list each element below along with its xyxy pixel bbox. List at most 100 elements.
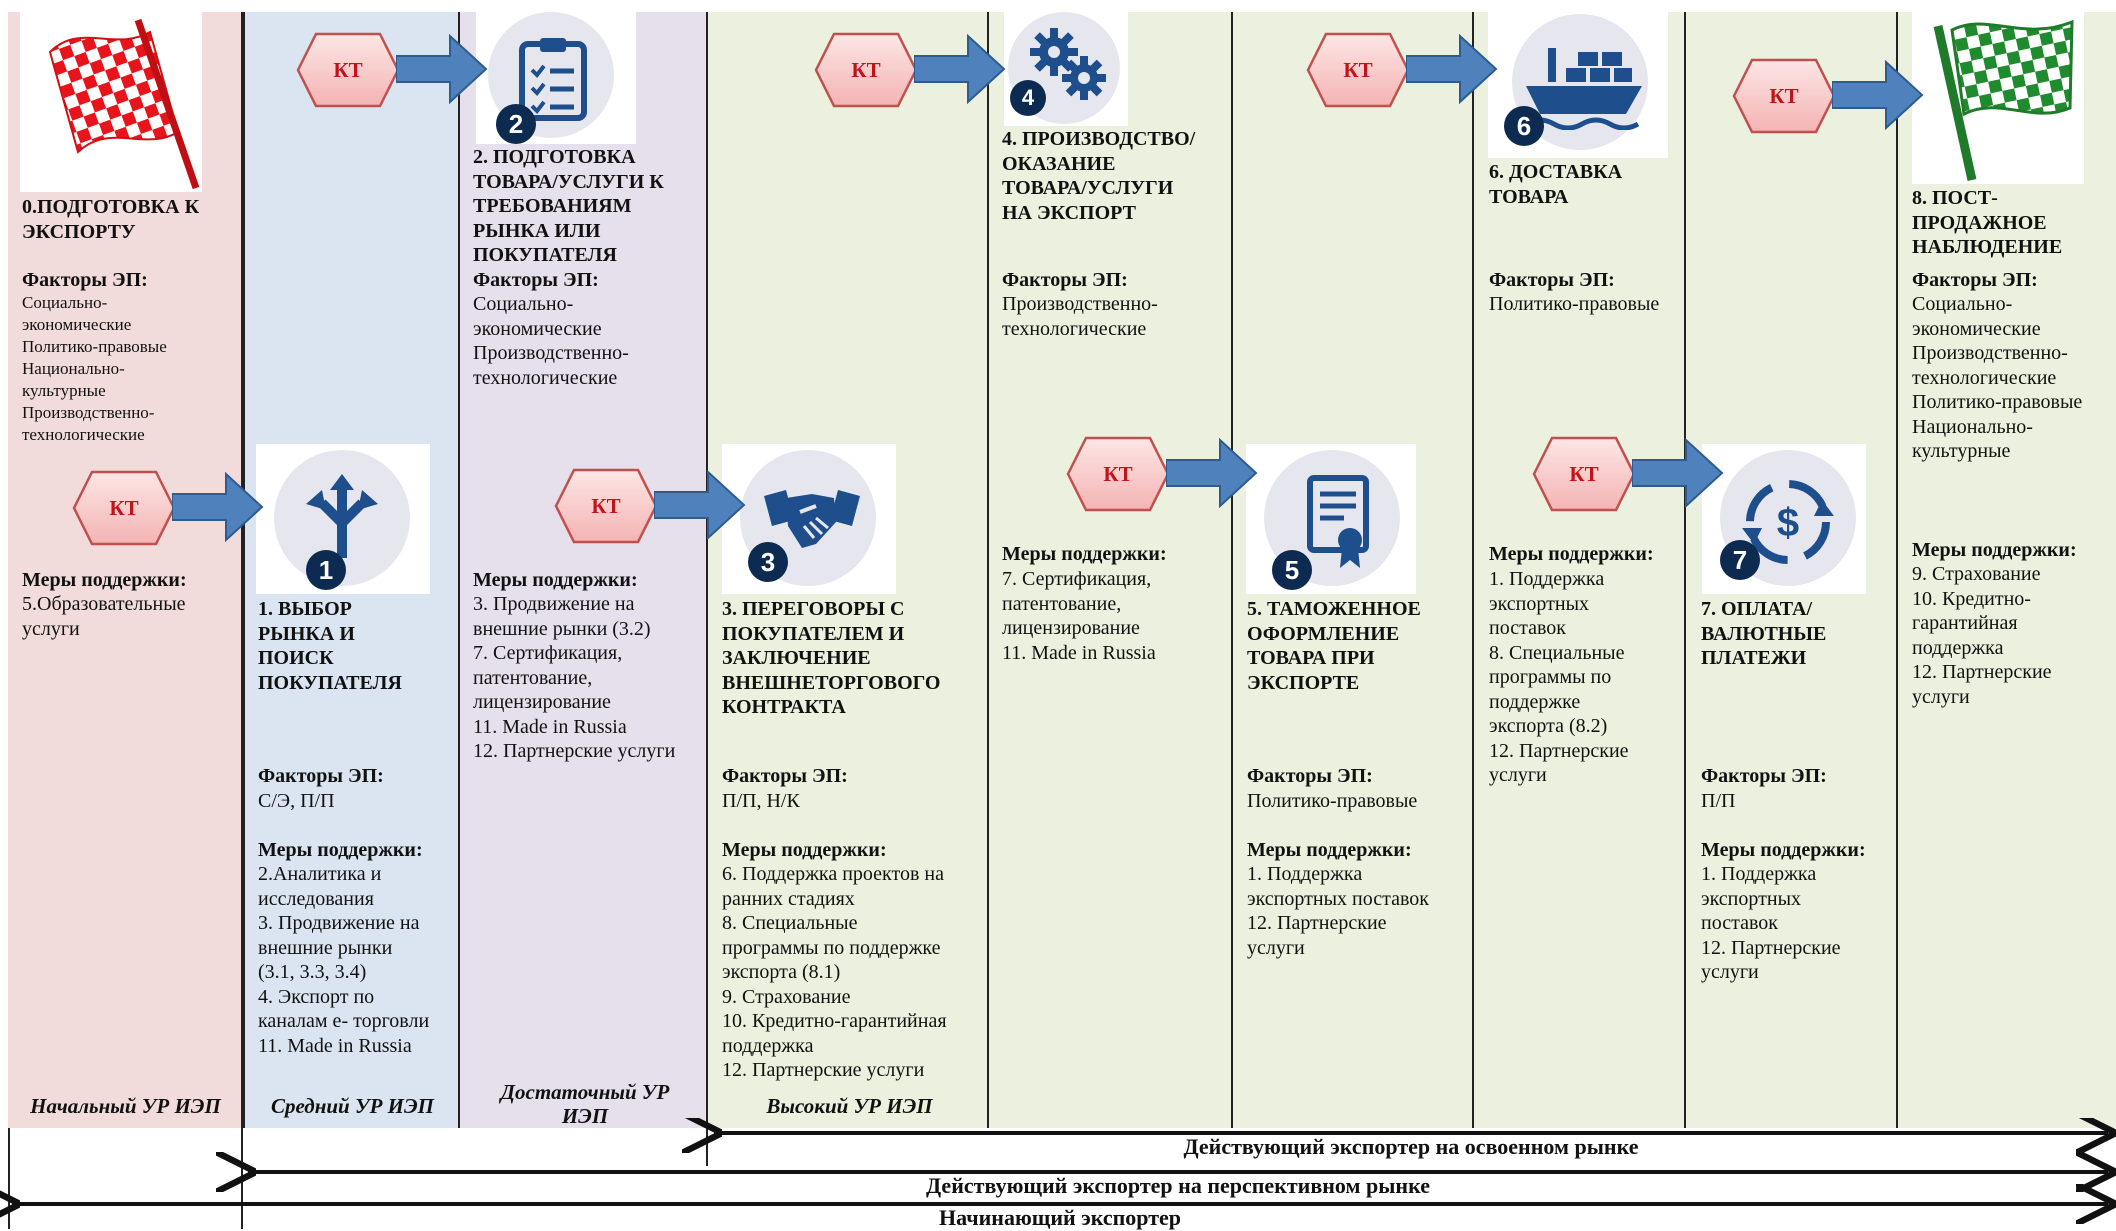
checkpoint-arrow-3-4: [913, 32, 1006, 106]
checkpoint-kt-label: КТ: [1103, 462, 1133, 486]
stage-6-icon-box: 6: [1488, 12, 1668, 158]
handshake-icon: [764, 490, 860, 548]
checkpoint-arrow-6-7: [1631, 436, 1724, 510]
checkpoint-kt-label: КТ: [109, 496, 139, 520]
stage-1-measures-header: Меры поддержки:: [258, 839, 423, 861]
stage-6-factors: Политико-правовые: [1489, 293, 1660, 315]
stage-7-title: 7. ОПЛАТА/ ВАЛЮТНЫЕ ПЛАТЕЖИ: [1701, 598, 1827, 669]
stage-4-factors-header: Факторы ЭП:: [1002, 269, 1128, 291]
exporter-bars: [0, 1118, 2116, 1229]
stage-5-title: 5. ТАМОЖЕННОЕ ОФОРМЛЕНИЕ ТОВАРА ПРИ ЭКСП…: [1247, 598, 1421, 694]
stage-4-title: 4. ПРОИЗВОДСТВО/ ОКАЗАНИЕ ТОВАРА/УСЛУГИ …: [1002, 128, 1196, 224]
start-flag-icon: [20, 12, 202, 192]
stage-3-measures-header: Меры поддержки:: [722, 839, 887, 861]
column-stage-6: [1474, 12, 1686, 1128]
stage-7-measures-header: Меры поддержки:: [1701, 839, 1866, 861]
column-stage-4: [989, 12, 1233, 1128]
stage-7-number-badge: 7: [1720, 540, 1760, 580]
checkpoint-arrow-2-3: [653, 468, 746, 542]
stage-3-icon-box: 3: [722, 444, 896, 594]
stage-2-factors: Социально- экономические Производственно…: [473, 293, 629, 389]
stage-7-factors-header: Факторы ЭП:: [1701, 765, 1827, 787]
stage-6-title: 6. ДОСТАВКА ТОВАРА: [1489, 161, 1623, 208]
checkpoint-kt-label: КТ: [591, 494, 621, 518]
stage-6-factors-header: Факторы ЭП:: [1489, 269, 1615, 291]
stage-3-factors-header: Факторы ЭП:: [722, 765, 848, 787]
checkpoint-kt-6-7: КТ: [1532, 436, 1636, 512]
stage-0-title: 0.ПОДГОТОВКА К ЭКСПОРТУ: [22, 196, 200, 243]
stage-3-measures: 6. Поддержка проектов на ранних стадиях …: [722, 863, 947, 1081]
stage-8-measures: 9. Страхование 10. Кредитно- гарантийная…: [1912, 563, 2052, 708]
stage-6-number-badge: 6: [1504, 106, 1544, 146]
checkpoint-arrow-1-2: [395, 32, 488, 106]
stage-5-factors-header: Факторы ЭП:: [1247, 765, 1373, 787]
gears-icon: [1030, 28, 1106, 100]
column-stage-8: [1898, 12, 2116, 1128]
level-label-medium: Средний УР ИЭП: [270, 1094, 435, 1118]
stage-4-measures-header: Меры поддержки:: [1002, 543, 1167, 565]
cargo-ship-icon: [1526, 48, 1642, 130]
bar-label-mastered-market: Действующий экспортер на освоенном рынке: [1183, 1134, 1639, 1159]
checkpoint-kt-7-8: КТ: [1732, 58, 1836, 134]
checkpoint-kt-3-4: КТ: [814, 32, 918, 108]
stage-8-measures-header: Меры поддержки:: [1912, 539, 2077, 561]
stage-3-number-badge: 3: [748, 542, 788, 582]
stage-2-factors-header: Факторы ЭП:: [473, 269, 599, 291]
stage-5-number-badge: 5: [1272, 550, 1312, 590]
checkpoint-arrow-4-5: [1165, 436, 1258, 510]
stage-5-measures: 1. Поддержка экспортных поставок 12. Пар…: [1247, 863, 1429, 959]
stage-7-icon-box: $ 7: [1702, 444, 1866, 594]
svg-text:$: $: [1777, 501, 1799, 545]
bar-label-prospective-market: Действующий экспортер на перспективном р…: [926, 1173, 1430, 1198]
certificate-icon: [1307, 475, 1369, 568]
stage-3-factors: П/П, Н/К: [722, 790, 800, 812]
stage-4-measures: 7. Сертификация, патентование, лицензиро…: [1002, 568, 1156, 664]
level-label-sufficient: Достаточный УР ИЭП: [500, 1080, 670, 1128]
stage-4-factors: Производственно- технологические: [1002, 293, 1158, 340]
currency-cycle-icon: $: [1742, 480, 1834, 564]
stage-0-factors: Социально- экономические Политико-правов…: [22, 293, 167, 444]
stage-0-measures: 5.Образовательные услуги: [22, 593, 186, 640]
stage-2-icon-box: 2: [476, 12, 636, 144]
stage-1-factors: С/Э, П/П: [258, 790, 335, 812]
stage-4-icon-box: 4: [1004, 12, 1128, 126]
stage-5-measures-header: Меры поддержки:: [1247, 839, 1412, 861]
stage-1-measures: 2.Аналитика и исследования 3. Продвижени…: [258, 863, 430, 1057]
checkpoint-kt-2-3: КТ: [554, 468, 658, 544]
column-stage-0: [8, 12, 243, 1128]
stage-2-measures: 3. Продвижение на внешние рынки (3.2) 7.…: [473, 593, 676, 762]
stage-0-factors-header: Факторы ЭП:: [22, 269, 148, 291]
stage-0-measures-header: Меры поддержки:: [22, 569, 187, 591]
checkpoint-arrow-7-8: [1831, 58, 1924, 132]
branching-arrows-icon: [306, 474, 378, 558]
stage-2-number-badge: 2: [496, 104, 536, 144]
checkpoint-kt-4-5: КТ: [1066, 436, 1170, 512]
bar-label-beginner: Начинающий экспортер: [938, 1205, 1182, 1230]
stage-7-measures: 1. Поддержка экспортных поставок 12. Пар…: [1701, 863, 1841, 983]
stage-6-measures-header: Меры поддержки:: [1489, 543, 1654, 565]
clipboard-checklist-icon: [519, 38, 587, 121]
stage-1-number-badge: 1: [306, 550, 346, 590]
checkpoint-arrow-0-1: [171, 470, 264, 544]
stage-8-factors-header: Факторы ЭП:: [1912, 269, 2038, 291]
finish-flag-icon: [1912, 12, 2084, 184]
stage-8-title: 8. ПОСТ- ПРОДАЖНОЕ НАБЛЮДЕНИЕ: [1912, 187, 2063, 258]
stage-1-factors-header: Факторы ЭП:: [258, 765, 384, 787]
checkpoint-kt-label: КТ: [851, 58, 881, 82]
stage-4-number-badge: 4: [1010, 80, 1046, 116]
stage-1-icon-box: 1: [256, 444, 430, 594]
checkpoint-kt-0-1: КТ: [72, 470, 176, 546]
stage-5-icon-box: 5: [1246, 444, 1416, 594]
stage-7-factors: П/П: [1701, 790, 1736, 812]
checkpoint-kt-label: КТ: [1769, 84, 1799, 108]
checkpoint-kt-label: КТ: [1343, 58, 1373, 82]
level-label-high: Высокий УР ИЭП: [766, 1094, 933, 1118]
checkpoint-kt-label: КТ: [1569, 462, 1599, 486]
column-stage-2: [460, 12, 708, 1128]
stage-5-factors: Политико-правовые: [1247, 790, 1418, 812]
stage-8-factors: Социально- экономические Производственно…: [1912, 293, 2083, 462]
stage-3-title: 3. ПЕРЕГОВОРЫ С ПОКУПАТЕЛЕМ И ЗАКЛЮЧЕНИЕ…: [722, 598, 941, 718]
checkpoint-arrow-5-6: [1405, 32, 1498, 106]
checkpoint-kt-label: КТ: [333, 58, 363, 82]
stage-1-title: 1. ВЫБОР РЫНКА И ПОИСК ПОКУПАТЕЛЯ: [258, 598, 402, 694]
